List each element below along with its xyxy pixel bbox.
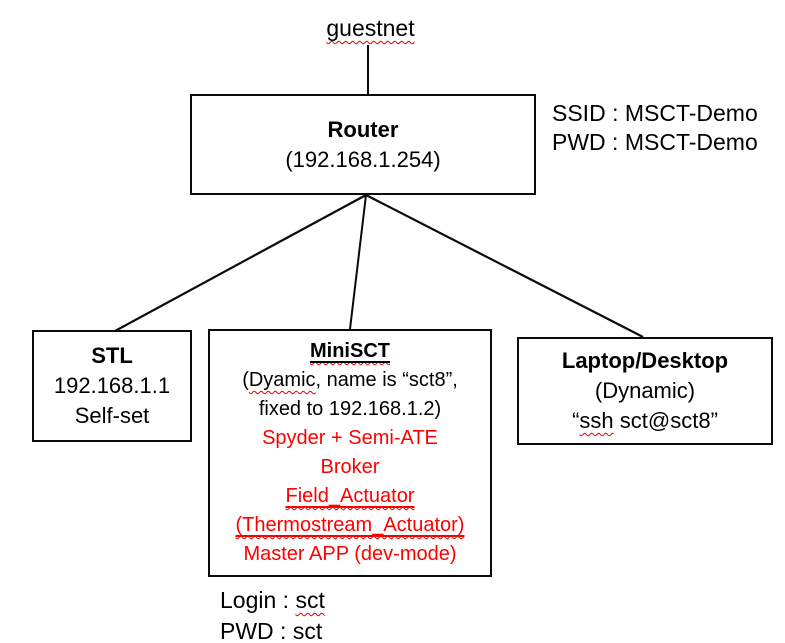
desc-open-paren: (: [242, 369, 249, 391]
cmd-rest: sct@sct8”: [613, 408, 718, 433]
cmd-ssh-word: ssh: [579, 408, 614, 433]
connector-router-stl: [114, 194, 367, 332]
stl-ip: 192.168.1.1: [53, 373, 171, 398]
stl-mode: Self-set: [74, 403, 150, 428]
laptop-mode: (Dynamic): [594, 378, 696, 403]
login-label: Login :: [220, 587, 296, 613]
minisct-service: Field_Actuator: [210, 482, 490, 511]
login-line: Login : sct: [220, 585, 325, 616]
cmd-open-quote: “: [572, 408, 580, 433]
desc-rest: , name is “sct8”,: [315, 369, 458, 391]
stl-box: STL 192.168.1.1 Self-set: [32, 330, 192, 442]
network-label-text: guestnet: [326, 15, 415, 41]
login-value: sct: [295, 587, 325, 613]
laptop-box: Laptop/Desktop (Dynamic) “ssh sct@sct8”: [517, 337, 773, 445]
stl-title: STL: [91, 343, 133, 368]
minisct-desc-line1: (Dyamic, name is “sct8”,: [210, 366, 490, 395]
wifi-password: PWD : MSCT-Demo: [552, 129, 758, 155]
minisct-desc-line2: fixed to 192.168.1.2): [258, 398, 442, 420]
service-squiggle: (Thermostream_Actuator): [236, 514, 465, 536]
pwd-line: PWD : sct: [220, 616, 325, 643]
login-credentials: Login : sct PWD : sct: [220, 585, 325, 643]
network-label: guestnet: [283, 15, 458, 42]
desc-typo-word: Dyamic: [248, 369, 316, 391]
minisct-title: MiniSCT: [210, 337, 490, 366]
pwd-label: PWD :: [220, 618, 293, 643]
minisct-box: MiniSCT (Dyamic, name is “sct8”, fixed t…: [208, 329, 492, 577]
service-text: Field_Actuator: [285, 485, 415, 507]
minisct-title-squiggle: MiniSCT: [310, 340, 390, 362]
minisct-service: (Thermostream_Actuator): [210, 511, 490, 540]
pwd-value: sct: [292, 618, 323, 643]
laptop-title: Laptop/Desktop: [561, 348, 729, 373]
minisct-service: Spyder + Semi-ATE: [262, 427, 438, 449]
minisct-service: Master APP (dev-mode): [243, 543, 457, 565]
wifi-ssid: SSID : MSCT-Demo: [552, 100, 758, 126]
service-text: (Thermostream_Actuator): [235, 514, 465, 536]
minisct-service: Broker: [320, 456, 380, 478]
service-squiggle: Field_Actuator: [286, 485, 415, 507]
router-ip: (192.168.1.254): [285, 146, 441, 172]
router-box: Router (192.168.1.254): [190, 94, 536, 195]
minisct-title-text: MiniSCT: [310, 340, 390, 362]
wifi-credentials: SSID : MSCT-Demo PWD : MSCT-Demo: [552, 99, 758, 157]
connector-router-minisct: [349, 194, 367, 330]
connector-router-laptop: [365, 194, 644, 338]
router-title: Router: [327, 116, 399, 142]
laptop-ssh-command: “ssh sct@sct8”: [519, 406, 771, 436]
